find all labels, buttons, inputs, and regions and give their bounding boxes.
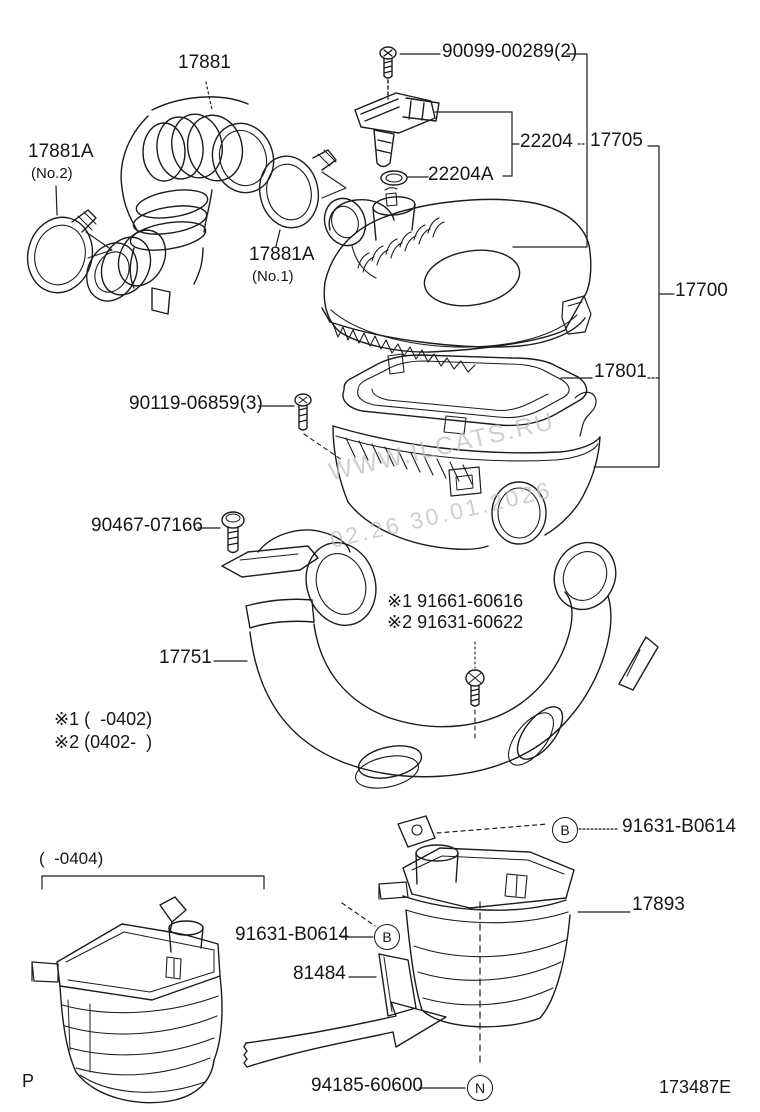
label-range-0404: ( -0404)	[39, 849, 104, 868]
label-legend-2: ※2 (0402- )	[54, 732, 153, 752]
bolt-note-91661	[465, 641, 485, 743]
clamp-17881a-no2	[26, 209, 113, 294]
callout-circle-b-top: B	[552, 817, 578, 843]
label-cap-17705: 17705	[590, 130, 643, 151]
label-clamp-no2-note: (No.2)	[31, 165, 73, 182]
label-element-17801: 17801	[594, 361, 647, 382]
callout-circle-n: N	[467, 1075, 493, 1101]
label-clamp-17881a-no2: 17881A	[28, 141, 94, 162]
page-marker: P	[22, 1071, 35, 1091]
callout-b-top-letter: B	[560, 822, 570, 838]
label-screw-90119: 90119-06859(3)	[129, 393, 263, 414]
screw-90099	[379, 46, 397, 100]
label-bolt-note-2: ※2 91631-60622	[387, 612, 524, 632]
label-bolt-note-1: ※1 91661-60616	[387, 591, 524, 611]
label-nut-94185: 94185-60600	[311, 1075, 423, 1096]
maf-sensor-22204	[354, 92, 440, 168]
label-screw-90467: 90467-07166	[91, 515, 203, 536]
callout-n-letter: N	[474, 1080, 486, 1096]
callout-circle-b-left: B	[374, 924, 400, 950]
watermark-line1: WWW.ILCATS.RU	[326, 407, 558, 487]
label-legend-1: ※1 ( -0402)	[54, 709, 153, 729]
air-cleaner-case	[332, 391, 601, 551]
resonator-17893	[378, 815, 575, 1028]
label-oring-22204a: 22204A	[428, 164, 494, 185]
label-bolt-91631-left: 91631-B0614	[235, 924, 350, 945]
screw-90467	[221, 511, 245, 554]
figure-code: 173487E	[659, 1077, 732, 1097]
screw-90119	[294, 393, 343, 461]
label-clamp-17881a-no1: 17881A	[249, 244, 315, 265]
watermark-line2: 02.26 30.01.2026	[327, 476, 555, 553]
intake-hose-17881	[86, 96, 275, 315]
resonator-old-0404	[31, 896, 223, 1104]
callout-b-left-letter: B	[382, 929, 392, 945]
label-resonator-17893: 17893	[632, 894, 685, 915]
clamp-17881a-no1	[258, 149, 347, 229]
oring-22204a	[380, 170, 408, 186]
label-bolt-91631-top: 91631-B0614	[622, 816, 737, 837]
direction-arrow	[243, 1001, 447, 1068]
filter-element-17801	[342, 353, 588, 435]
label-assembly-17700: 17700	[675, 280, 728, 301]
label-maf-22204: 22204	[520, 131, 573, 152]
label-screw-90099: 90099-00289(2)	[442, 41, 578, 62]
label-plate-81484: 81484	[293, 963, 346, 984]
leader-lines	[41, 53, 675, 1089]
label-clamp-no1-note: (No.1)	[252, 268, 294, 285]
air-cleaner-cap-17705	[321, 187, 592, 373]
inlet-pipe-17751	[221, 529, 659, 789]
label-pipe-17751: 17751	[159, 647, 212, 668]
label-hose-17881: 17881	[178, 52, 231, 73]
